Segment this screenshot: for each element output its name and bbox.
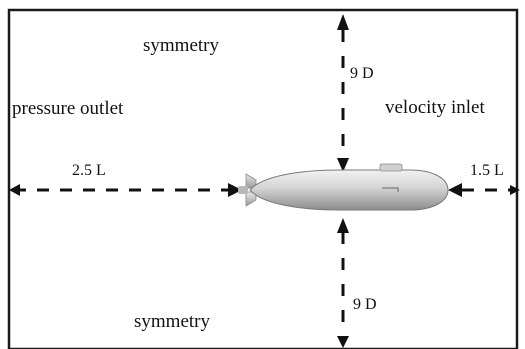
downstream-distance-label: 1.5 L bbox=[470, 162, 504, 179]
bottom-distance-label: 9 D bbox=[353, 296, 377, 313]
tail-hub bbox=[238, 186, 248, 194]
hull-sail bbox=[379, 163, 403, 172]
bottom-boundary-label: symmetry bbox=[134, 311, 210, 332]
upstream-distance-label: 2.5 L bbox=[72, 162, 106, 179]
hull-model bbox=[238, 163, 449, 211]
downstream-arrow bbox=[448, 183, 520, 197]
right-boundary-label: velocity inlet bbox=[385, 97, 485, 118]
top-distance-label: 9 D bbox=[350, 65, 374, 82]
hull-body bbox=[249, 169, 449, 211]
domain-border bbox=[7, 8, 519, 349]
top-distance-arrow bbox=[337, 14, 349, 172]
left-boundary-label: pressure outlet bbox=[12, 98, 124, 119]
upstream-arrow bbox=[9, 183, 242, 197]
hull-side-mark bbox=[382, 187, 399, 192]
bottom-distance-arrow bbox=[337, 218, 349, 348]
top-boundary-label: symmetry bbox=[143, 35, 219, 56]
